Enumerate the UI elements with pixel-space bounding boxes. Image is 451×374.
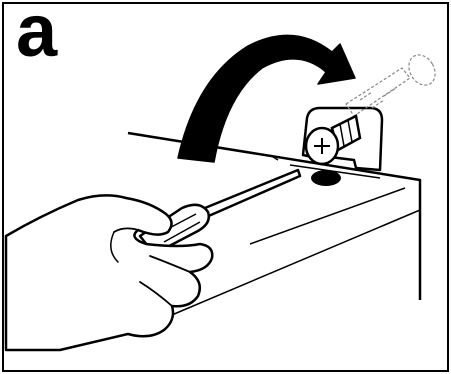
screw-hole xyxy=(311,170,341,186)
screw-removed-outline xyxy=(346,50,440,116)
step-label: a xyxy=(16,0,57,68)
